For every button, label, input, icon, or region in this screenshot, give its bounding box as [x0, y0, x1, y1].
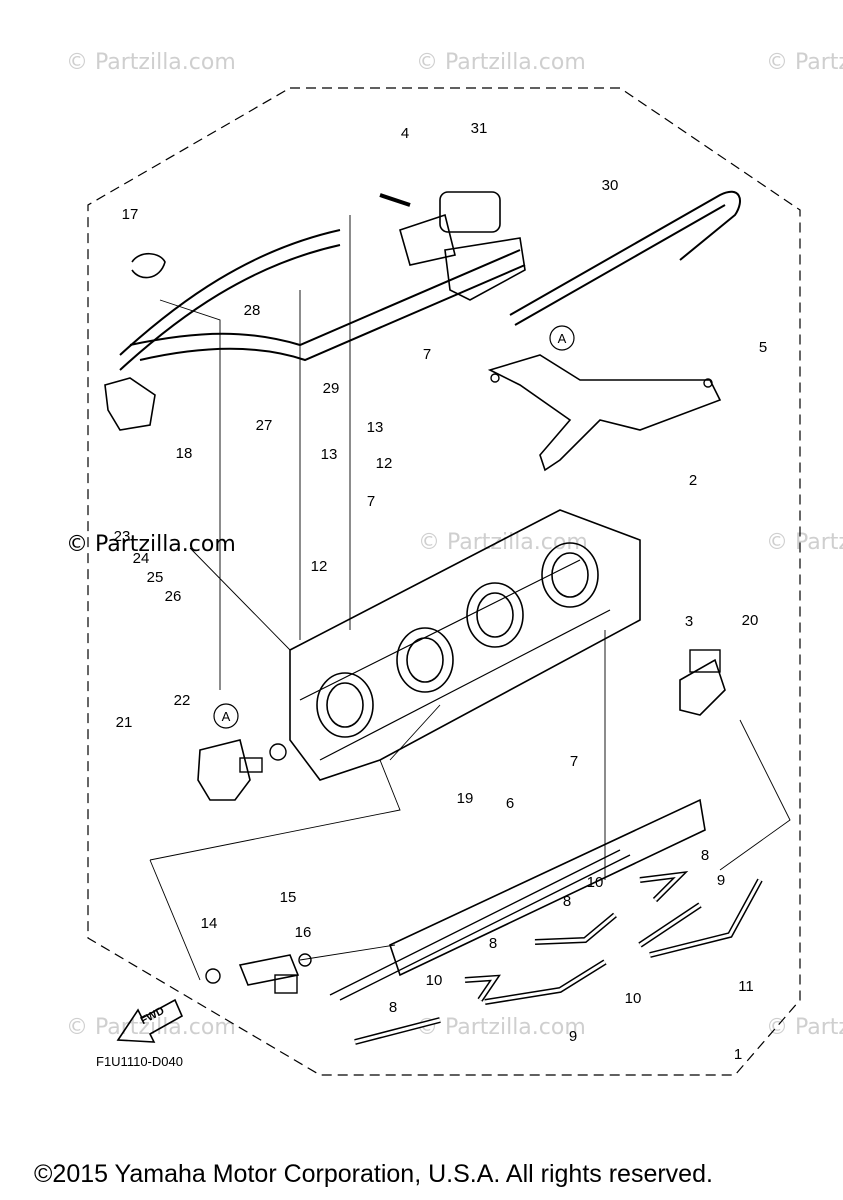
watermark-mid-right: © Partz: [766, 530, 843, 555]
callout-label: 10: [587, 874, 604, 891]
callout-label: 29: [323, 380, 340, 397]
callout-label: 13: [367, 419, 384, 436]
callout-label: 7: [367, 493, 375, 510]
callout-label: 20: [742, 612, 759, 629]
watermark-bottom-center: © Partzilla.com: [416, 1015, 586, 1040]
fwd-arrow-icon: [116, 998, 184, 1043]
callout-label: 13: [321, 446, 338, 463]
callout-label: 10: [625, 990, 642, 1007]
callout-label: 11: [738, 978, 754, 995]
callout-label: 22: [174, 692, 191, 709]
callout-label: 31: [471, 120, 488, 137]
watermark-main: © Partzilla.com: [66, 532, 236, 557]
callout-label: 14: [201, 915, 218, 932]
callout-label: 18: [176, 445, 193, 462]
callout-label: 8: [489, 935, 497, 952]
callout-label: 10: [426, 972, 443, 989]
callout-label: 1: [734, 1046, 742, 1063]
watermark-top-right: © Partz: [766, 50, 843, 75]
callout-label: 8: [701, 847, 709, 864]
callout-label: 30: [602, 177, 619, 194]
callout-label: 9: [569, 1028, 577, 1045]
callout-label: 7: [570, 753, 578, 770]
callout-label: 15: [280, 889, 297, 906]
callout-label: 2: [689, 472, 697, 489]
watermark-top-center: © Partzilla.com: [416, 50, 586, 75]
assembly-boundary: [87, 87, 801, 1076]
callout-label: 16: [295, 924, 312, 941]
callout-label: 8: [563, 893, 571, 910]
callout-label: 28: [244, 302, 261, 319]
callout-label: 12: [311, 558, 328, 575]
callout-label: 24: [133, 550, 150, 567]
callout-label: 6: [506, 795, 514, 812]
callout-label: 5: [759, 339, 767, 356]
watermark-mid-center: © Partzilla.com: [418, 530, 588, 555]
callout-label: 4: [401, 125, 409, 142]
callout-label: 27: [256, 417, 273, 434]
callout-label: 8: [389, 999, 397, 1016]
diagram-code: F1U1110-D040: [96, 1054, 183, 1069]
callout-label: 26: [165, 588, 182, 605]
callout-label: 17: [122, 206, 139, 223]
callout-label: 23: [114, 528, 131, 545]
callout-label: 21: [116, 714, 133, 731]
callout-label: 25: [147, 569, 164, 586]
ref-marker-a-top: A: [558, 331, 567, 346]
watermark-bottom-right: © Partz: [766, 1015, 843, 1040]
callout-label: 3: [685, 613, 693, 630]
ref-marker-a-left: A: [222, 709, 231, 724]
callout-label: 7: [423, 346, 431, 363]
callout-label: 12: [376, 455, 393, 472]
callout-label: 9: [717, 872, 725, 889]
watermark-top-left: © Partzilla.com: [66, 50, 236, 75]
callout-label: 19: [457, 790, 474, 807]
copyright-notice: ©2015 Yamaha Motor Corporation, U.S.A. A…: [34, 1160, 713, 1188]
